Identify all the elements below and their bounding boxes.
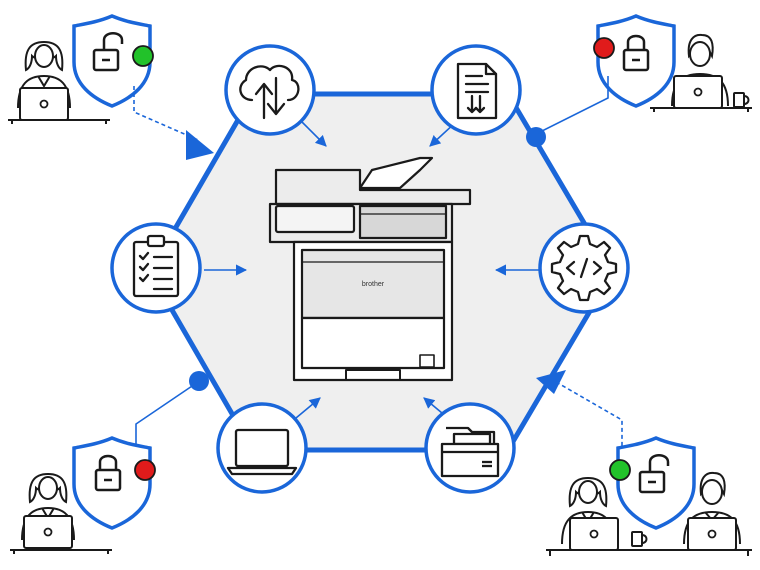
user-woman-icon [10,473,112,554]
feature-node-cloud[interactable] [224,44,316,136]
clipboard-checklist-icon [132,234,180,298]
user-woman-icon [561,477,619,551]
feature-node-code[interactable] [538,222,630,314]
status-unlocked-indicator [609,459,631,481]
connector-line [135,381,199,456]
document-download-icon [456,62,498,120]
laptop-icon [226,428,298,476]
multifunction-printer-icon: brother [268,156,472,382]
feature-node-file-cabinet[interactable] [424,402,516,494]
file-drawer-icon [440,426,500,478]
dashed-connector [555,381,623,446]
status-unlocked-indicator [132,45,154,67]
feature-node-checklist[interactable] [110,222,202,314]
connector-line [537,76,609,134]
cloud-upload-download-icon [239,64,300,120]
gear-code-icon [550,234,618,302]
arrowhead [536,370,566,394]
security-group-top-left [8,14,214,160]
coffee-mug-icon [733,92,750,108]
security-group-bottom-right [536,370,752,556]
connector-dot-bottom-left [189,371,209,391]
feature-node-laptop[interactable] [216,402,308,494]
printer-brand-label: brother [362,281,385,288]
arrowhead [186,130,214,160]
dashed-connector [133,86,199,141]
feature-node-document[interactable] [430,44,522,136]
status-locked-indicator [134,459,156,481]
user-woman-icon [8,41,110,124]
security-group-top-right [537,14,752,134]
status-locked-indicator [593,37,615,59]
coffee-mug-icon [631,531,648,547]
security-group-bottom-left [10,381,199,554]
